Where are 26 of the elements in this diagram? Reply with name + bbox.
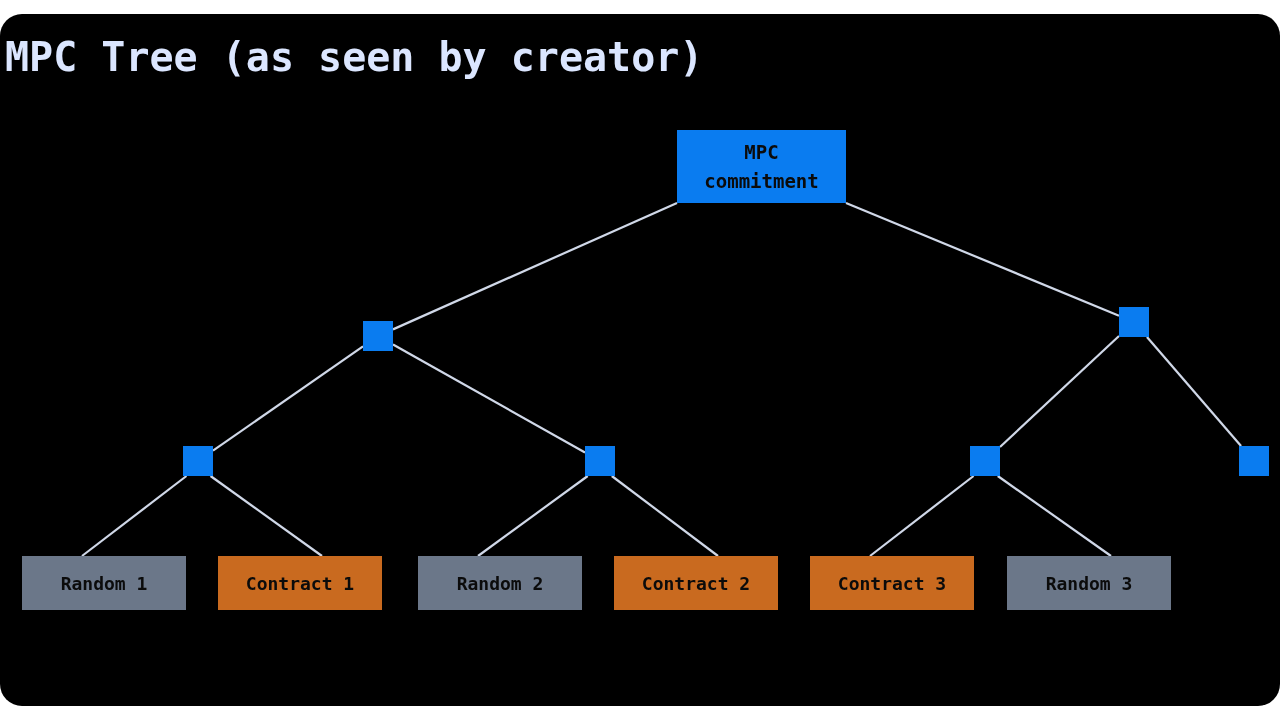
leaf-box: Contract 3 xyxy=(810,556,974,610)
commitment-box: MPC commitment xyxy=(677,130,846,203)
diagram-title: MPC Tree (as seen by creator) xyxy=(5,34,704,80)
tree-node-square xyxy=(585,446,615,476)
connector-line xyxy=(392,343,586,454)
connector-line xyxy=(1146,336,1242,447)
connector-line xyxy=(477,475,589,557)
tree-node-square xyxy=(1239,446,1269,476)
tree-node-square xyxy=(183,446,213,476)
connector-line xyxy=(997,475,1112,557)
leaf-box: Random 1 xyxy=(22,556,186,610)
connector-line xyxy=(845,202,1120,317)
connector-line xyxy=(212,345,364,452)
tree-node-square xyxy=(970,446,1000,476)
connector-line xyxy=(611,475,719,557)
tree-node-square xyxy=(1119,307,1149,337)
connector-line xyxy=(81,475,188,557)
leaf-box: Contract 2 xyxy=(614,556,778,610)
leaf-box: Random 3 xyxy=(1007,556,1171,610)
connector-line xyxy=(999,335,1120,448)
tree-node-square xyxy=(363,321,393,351)
leaf-box: Random 2 xyxy=(418,556,582,610)
connector-line xyxy=(209,475,323,557)
leaf-box: Contract 1 xyxy=(218,556,382,610)
connector-line xyxy=(869,475,975,557)
connector-line xyxy=(392,202,678,331)
